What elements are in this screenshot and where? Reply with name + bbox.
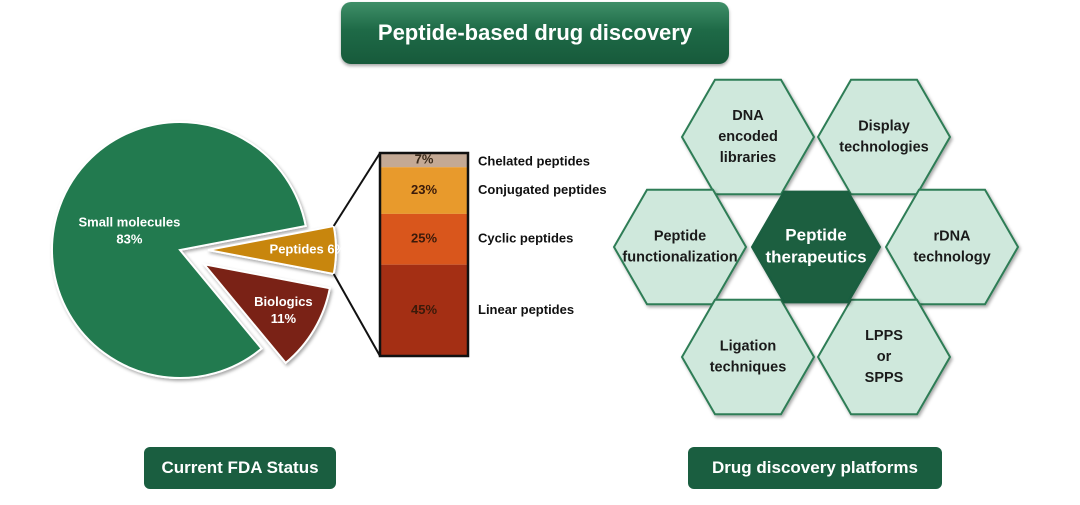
bar-segment-conjugated — [380, 167, 468, 214]
fda-status-caption: Current FDA Status — [144, 447, 336, 489]
page-title: Peptide-based drug discovery — [341, 2, 729, 64]
platforms-caption: Drug discovery platforms — [688, 447, 942, 489]
pie-slice-biologics — [201, 262, 332, 365]
hexagon-ligation-techniques — [680, 298, 816, 416]
pie-slice-peptides — [207, 224, 337, 276]
hexagon-peptide-therapeutics — [750, 190, 882, 304]
bar-segment-cyclic — [380, 213, 468, 265]
bar-segment-linear — [380, 264, 468, 356]
hexagon-dna-encoded-libraries — [680, 78, 816, 196]
hexagon-display-technologies — [816, 78, 952, 196]
connector-line-top — [332, 152, 381, 227]
hexagon-peptide-functionalization — [612, 188, 748, 306]
bar-segment-conjugated-value: 23% — [411, 182, 437, 197]
bar-segment-chelated-value: 7% — [415, 152, 434, 167]
bar-category-linear: Linear peptides — [478, 302, 574, 317]
connector-line-bottom — [332, 273, 381, 357]
pie-slice-peptides-label: Peptides 6% — [270, 241, 347, 256]
pie-bar-connector — [332, 152, 381, 357]
pie-slice-small-molecules — [51, 121, 307, 379]
hexagon-lpps-or-spps — [816, 298, 952, 416]
hexagon-rdna-technology — [884, 188, 1020, 306]
bar-segment-linear-value: 45% — [411, 302, 437, 317]
bar-category-conjugated: Conjugated peptides — [478, 182, 607, 197]
peptide-stacked-bar: 7% Chelated peptides 23% Conjugated peptide… — [378, 151, 607, 358]
bar-category-cyclic: Cyclic peptides — [478, 231, 573, 246]
bar-category-chelated: Chelated peptides — [478, 154, 590, 169]
bar-segment-chelated — [380, 153, 468, 168]
bar-segment-cyclic-value: 25% — [411, 231, 437, 246]
bar-outline — [378, 151, 470, 358]
